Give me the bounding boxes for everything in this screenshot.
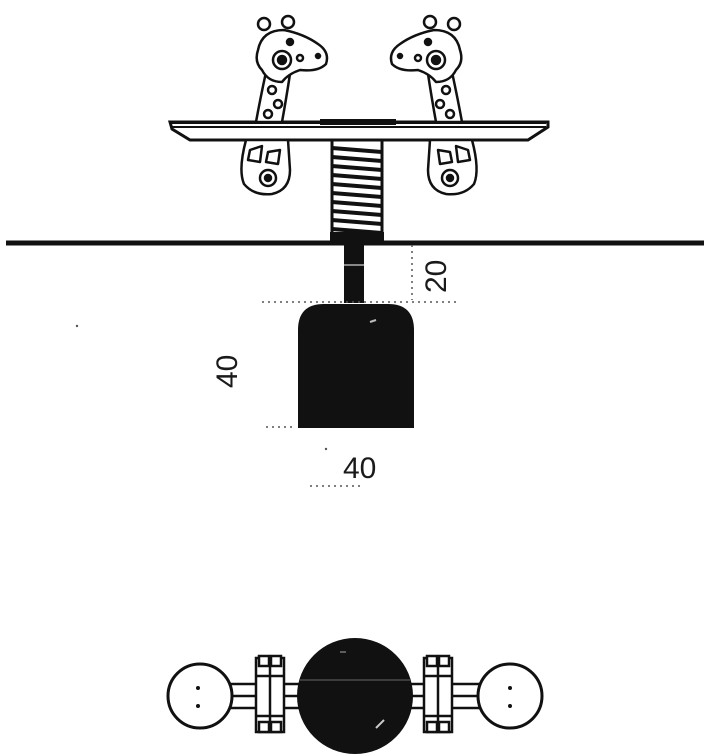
elevation-view: 20 40 40 <box>6 14 704 487</box>
dimension-embed-depth: 20 <box>420 260 453 293</box>
plan-seat-left <box>166 662 234 730</box>
dimension-footing-width: 40 <box>343 452 376 485</box>
dimension-footing-height: 40 <box>211 355 244 388</box>
spring-coil <box>330 138 384 242</box>
plan-seat-right <box>476 662 544 730</box>
giraffe-right-icon <box>389 14 478 196</box>
giraffe-left-icon <box>240 14 329 196</box>
concrete-footing <box>298 304 414 428</box>
anchor-post <box>344 245 364 303</box>
seat-platform <box>168 119 550 142</box>
plan-view <box>166 638 544 754</box>
dimension-lines <box>262 245 460 487</box>
plan-center-footing <box>297 638 413 754</box>
plan-bracket-left <box>254 654 286 734</box>
plan-bracket-right <box>422 654 454 734</box>
